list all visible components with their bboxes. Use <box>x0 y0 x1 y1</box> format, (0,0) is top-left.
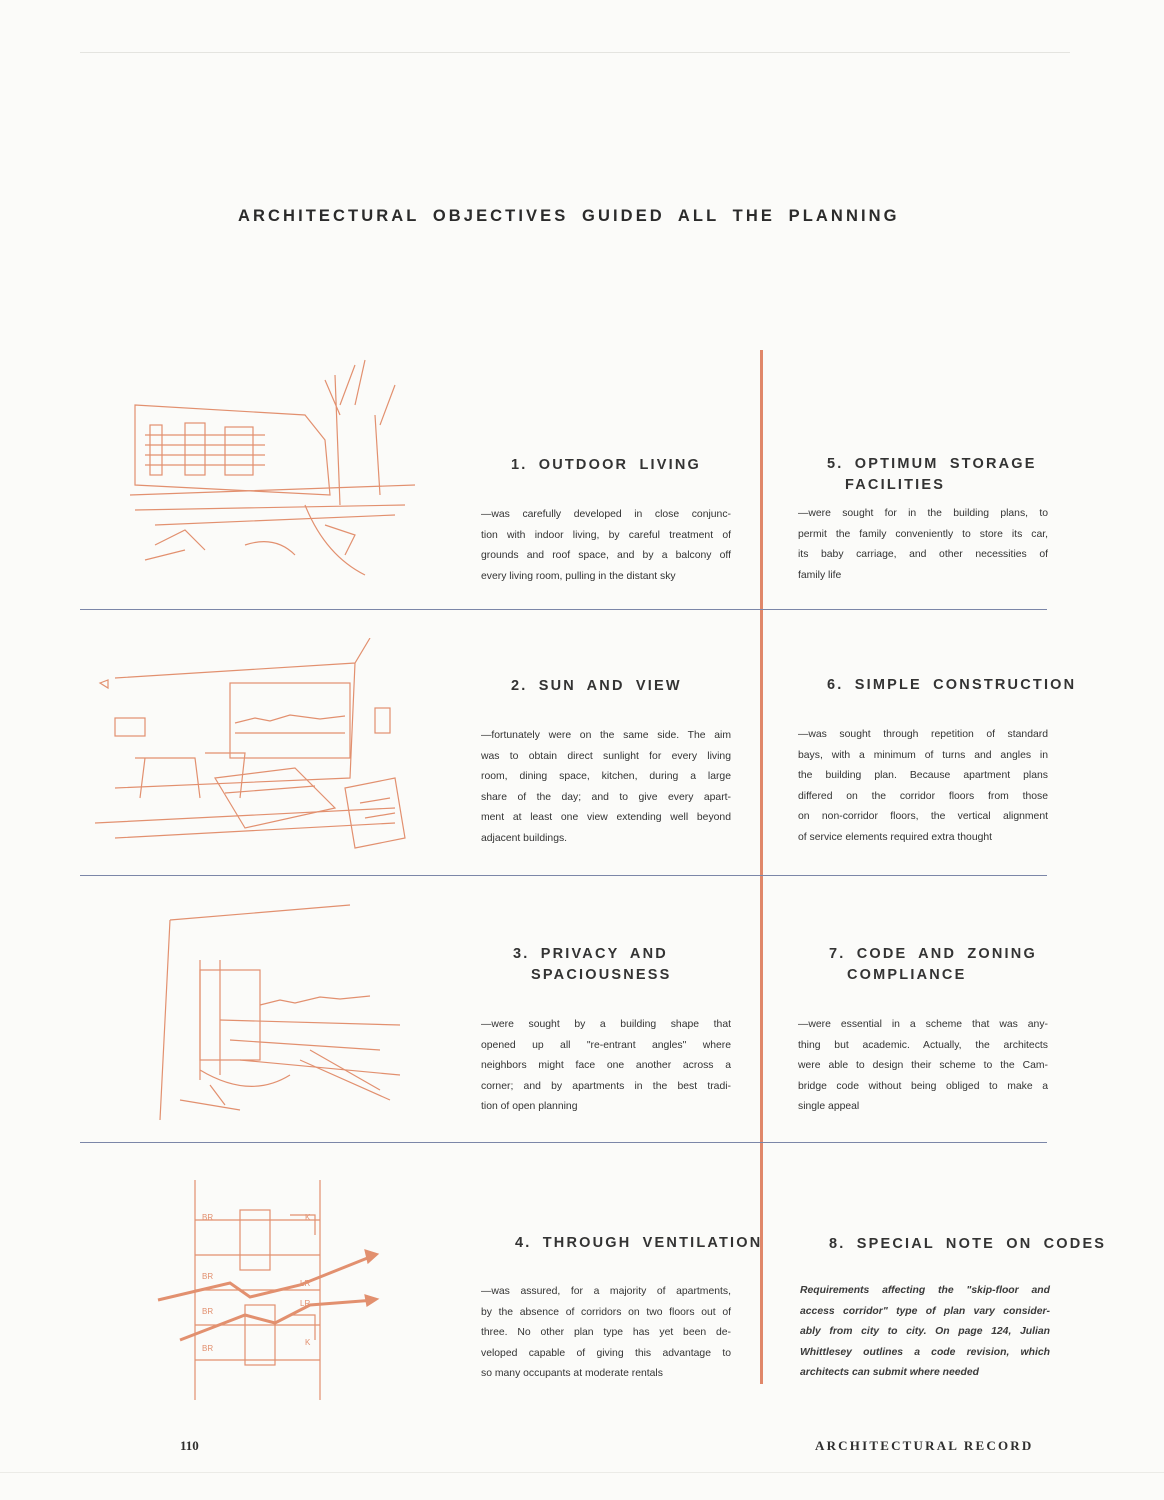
magazine-name: ARCHITECTURAL RECORD <box>815 1438 1034 1453</box>
section-heading-line: SPACIOUSNESS <box>531 967 672 983</box>
body-line: single appeal <box>798 1101 860 1113</box>
section-heading-line: 2. SUN AND VIEW <box>511 678 682 694</box>
section-body: —fortunately were on the same side. The … <box>481 726 731 850</box>
section-body: —was assured, for a majority of apartmen… <box>481 1282 731 1385</box>
body-line: were able to design their scheme to the … <box>798 1060 1048 1072</box>
row-divider <box>80 1142 1047 1143</box>
section-heading-line: 6. SIMPLE CONSTRUCTION <box>827 677 1077 693</box>
section-heading-line: 1. OUTDOOR LIVING <box>511 457 701 473</box>
body-line: by the absence of corridors on two floor… <box>481 1306 731 1318</box>
section-heading: 7. CODE AND ZONING COMPLIANCE <box>829 944 1037 986</box>
body-line: bridge code without being obliged to mak… <box>798 1080 1048 1092</box>
section-heading: 6. SIMPLE CONSTRUCTION <box>827 675 1076 696</box>
body-line: the building plan. Because apartment pla… <box>798 770 1048 782</box>
plan-label: BR <box>202 1272 213 1281</box>
plan-label: LR <box>300 1299 310 1308</box>
plan-label: BR <box>202 1344 213 1353</box>
body-line: neighbors might face one another across … <box>481 1060 731 1072</box>
plan-label: K <box>305 1213 311 1222</box>
section-heading-line: 3. PRIVACY AND <box>513 946 668 962</box>
body-line: differed on the corridor floors from tho… <box>798 790 1048 802</box>
body-line: tion of open planning <box>481 1101 578 1113</box>
body-line: share of the day; and to give every apar… <box>481 791 731 803</box>
body-line: on non-corridor floors, the vertical ali… <box>798 811 1048 823</box>
section-heading-line: FACILITIES <box>845 477 946 493</box>
privacy-illustration <box>140 900 410 1130</box>
body-line: thing but academic. Actually, the archit… <box>798 1039 1048 1051</box>
body-line: room, dining space, kitchen, during a la… <box>481 771 731 783</box>
section-heading: 5. OPTIMUM STORAGE FACILITIES <box>827 454 1037 496</box>
bottom-rule <box>0 1472 1164 1473</box>
plan-label: LR <box>300 1279 310 1288</box>
column-divider <box>760 350 763 1384</box>
top-rule <box>80 52 1070 53</box>
ventilation-plan-illustration: BR BR BR BR K LR LR K <box>150 1175 390 1405</box>
body-line: Whittlesey outlines a code revision, whi… <box>800 1346 1050 1358</box>
body-line: permit the family conveniently to store … <box>798 528 1048 540</box>
section-body: —was carefully developed in close conjun… <box>481 505 731 587</box>
body-line: its baby carriage, and other necessities… <box>798 549 1048 561</box>
outdoor-living-illustration <box>125 345 425 595</box>
body-line: —were sought for in the building plans, … <box>798 508 1048 519</box>
plan-label: BR <box>202 1213 213 1222</box>
section-heading: 8. SPECIAL NOTE ON CODES <box>829 1234 1106 1255</box>
body-line: architects can submit where needed <box>800 1367 980 1379</box>
row-divider <box>80 875 1047 876</box>
body-line: corner; and by apartments in the best tr… <box>481 1080 731 1092</box>
body-line: —fortunately were on the same side. The … <box>481 730 731 741</box>
body-line: Requirements affecting the "skip-floor a… <box>800 1285 1050 1296</box>
body-line: —was assured, for a majority of apartmen… <box>481 1286 731 1297</box>
section-heading: 1. OUTDOOR LIVING <box>511 455 701 476</box>
body-line: —was sought through repetition of standa… <box>798 729 1048 740</box>
section-heading-line: 4. THROUGH VENTILATION <box>515 1235 763 1251</box>
section-heading: 4. THROUGH VENTILATION <box>515 1233 762 1254</box>
section-heading: 3. PRIVACY AND SPACIOUSNESS <box>513 944 672 986</box>
section-heading: 2. SUN AND VIEW <box>511 676 682 697</box>
section-heading-line: 7. CODE AND ZONING <box>829 946 1037 962</box>
body-line: bays, with a minimum of turns and angles… <box>798 749 1048 761</box>
sun-and-view-illustration <box>95 638 415 868</box>
section-heading-line: 8. SPECIAL NOTE ON CODES <box>829 1236 1107 1252</box>
body-line: —were essential in a scheme that was any… <box>798 1019 1048 1030</box>
body-line: three. No other plan type has yet been d… <box>481 1327 731 1339</box>
body-line: veloped capable of giving this advantage… <box>481 1347 731 1359</box>
section-heading-line: COMPLIANCE <box>847 967 967 983</box>
row-divider <box>80 609 1047 610</box>
section-body: —were sought by a building shape that ope… <box>481 1015 731 1118</box>
body-line: every living room, pulling in the distan… <box>481 570 676 582</box>
body-line: —was carefully developed in close conjun… <box>481 509 731 520</box>
section-body: —was sought through repetition of standa… <box>798 725 1048 849</box>
section-heading-line: 5. OPTIMUM STORAGE <box>827 456 1037 472</box>
body-line: access corridor" type of plan vary consi… <box>800 1305 1050 1317</box>
body-line: was to obtain direct sunlight for every … <box>481 750 731 762</box>
section-body: —were sought for in the building plans, … <box>798 504 1048 586</box>
body-line: family life <box>798 569 842 581</box>
body-line: ably from city to city. On page 124, Jul… <box>800 1326 1050 1338</box>
plan-label: K <box>305 1338 311 1347</box>
body-line: opened up all "re-entrant angles" where <box>481 1039 731 1051</box>
section-body: Requirements affecting the "skip-floor a… <box>800 1281 1050 1384</box>
body-line: ment at least one view extending well be… <box>481 812 731 824</box>
body-line: so many occupants at moderate rentals <box>481 1368 663 1380</box>
section-body: —were essential in a scheme that was any… <box>798 1015 1048 1118</box>
body-line: tion with indoor living, by careful trea… <box>481 529 731 541</box>
plan-label: BR <box>202 1307 213 1316</box>
body-line: —were sought by a building shape that <box>481 1019 731 1030</box>
page-number: 110 <box>180 1438 199 1453</box>
body-line: adjacent buildings. <box>481 832 568 844</box>
body-line: grounds and roof space, and by a balcony… <box>481 550 731 562</box>
body-line: of service elements required extra thoug… <box>798 831 993 843</box>
page-title: ARCHITECTURAL OBJECTIVES GUIDED ALL THE … <box>238 207 900 225</box>
